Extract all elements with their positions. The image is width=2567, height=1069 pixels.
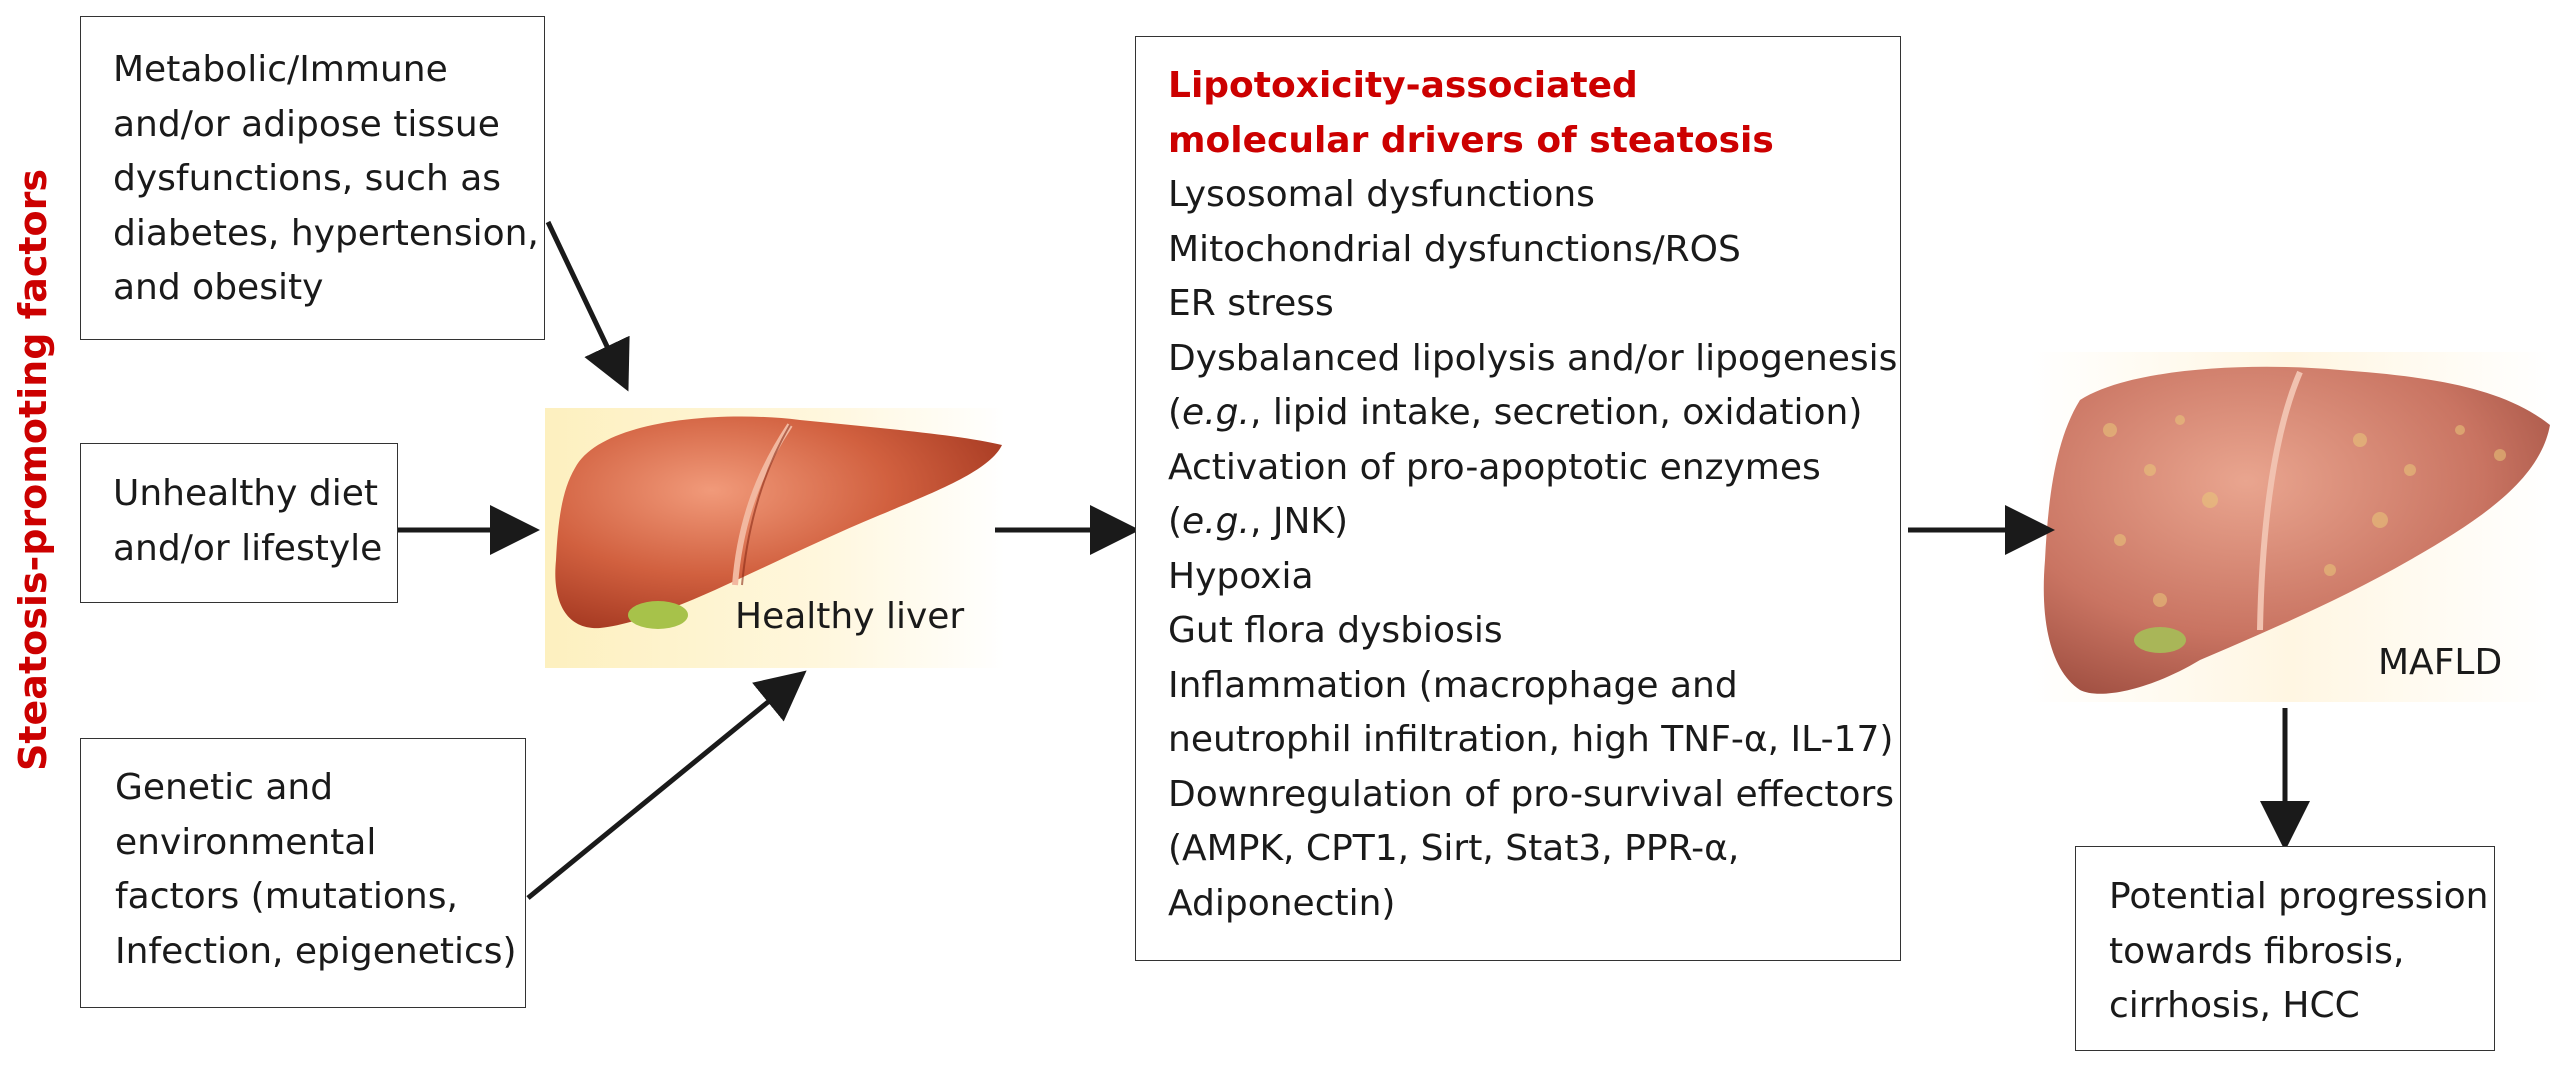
genetic-environmental-box: Genetic and environmental factors (mutat…	[80, 738, 526, 1008]
driver-item: ER stress	[1168, 283, 1334, 324]
driver-item: Mitochondrial dysfunctions/ROS	[1168, 228, 1741, 270]
steatosis-factors-label: Steatosis-promoting factors	[11, 168, 55, 772]
healthy-liver-label: Healthy liver	[735, 596, 965, 637]
arrow-genetic-to-liver	[526, 670, 807, 900]
driver-item: Adiponectin)	[1168, 882, 1396, 924]
driver-item: Gut flora dysbiosis	[1168, 610, 1503, 651]
molecular-drivers-box: Lipotoxicity-associated molecular driver…	[1135, 36, 1901, 961]
driver-item: Hypoxia	[1168, 555, 1314, 597]
driver-item: Downregulation of pro-survival effectors	[1168, 773, 1895, 815]
unhealthy-diet-box: Unhealthy diet and/or lifestyle	[80, 443, 398, 603]
progression-box: Potential progression towards fibrosis, …	[2075, 846, 2495, 1051]
metabolic-immune-box: Metabolic/Immune and/or adipose tissue d…	[80, 16, 545, 340]
driver-item: Dysbalanced lipolysis and/or lipogenesis	[1168, 337, 1898, 379]
arrow-metabolic-to-liver	[545, 220, 630, 392]
driver-item: (e.g., JNK)	[1168, 501, 1349, 542]
driver-item: Lysosomal dysfunctions	[1168, 174, 1595, 215]
driver-item: (AMPK, CPT1, Sirt, Stat3, PPR-α,	[1168, 828, 1740, 869]
driver-item: Activation of pro-apoptotic enzymes	[1168, 446, 1821, 488]
driver-item: Inflammation (macrophage and	[1168, 664, 1738, 706]
mafld-label: MAFLD	[2378, 642, 2503, 683]
drivers-title-line: Lipotoxicity-associated	[1168, 65, 1638, 106]
drivers-title-line: molecular drivers of steatosis	[1168, 119, 1774, 161]
driver-item: (e.g., lipid intake, secretion, oxidatio…	[1168, 392, 1863, 433]
healthy-liver-image	[545, 408, 1005, 668]
driver-item: neutrophil infiltration, high TNF-α, IL-…	[1168, 719, 1894, 760]
mafld-liver-image	[2030, 352, 2550, 702]
